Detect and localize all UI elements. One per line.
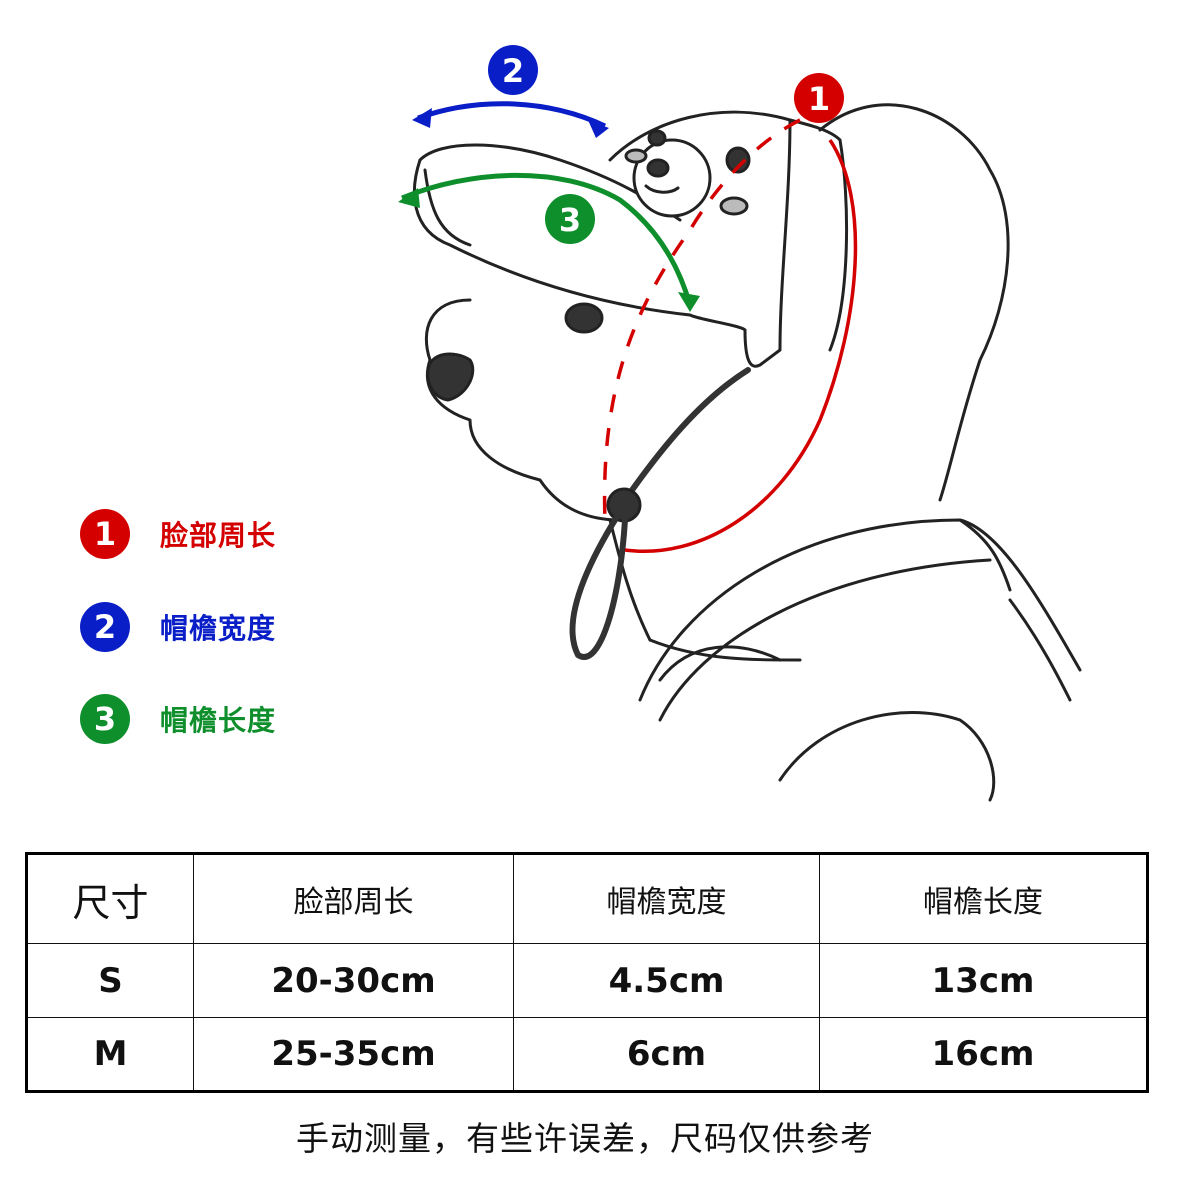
legend-label: 帽檐宽度	[160, 612, 277, 645]
legend-item-brim-width: 2 帽檐宽度	[80, 601, 276, 653]
header-brim-width: 帽檐宽度	[513, 853, 820, 944]
table-row: S 20-30cm 4.5cm 13cm	[26, 943, 1148, 1018]
svg-text:3: 3	[559, 201, 581, 239]
brim-width-cell: 4.5cm	[513, 943, 820, 1018]
table-row: M 25-35cm 6cm 16cm	[26, 1017, 1148, 1092]
measurement-disclaimer: 手动测量，有些许误差，尺码仅供参考	[296, 1119, 874, 1158]
marker-1: 1	[794, 73, 844, 123]
legend-item-face-circumference: 1 脸部周长	[80, 508, 276, 560]
size-cell: S	[26, 943, 194, 1018]
legend-label: 帽檐长度	[160, 704, 277, 737]
brim-width-cell: 6cm	[513, 1017, 820, 1092]
number-badge-3: 3	[80, 694, 130, 744]
number-badge-2: 2	[80, 602, 130, 652]
brim-length-cell: 16cm	[819, 1017, 1148, 1092]
dog-cap-illustration: 1 2 3	[380, 30, 1100, 830]
face-circumference-cell: 25-35cm	[193, 1017, 514, 1092]
svg-text:2: 2	[502, 52, 524, 90]
size-cell: M	[26, 1017, 194, 1092]
table-header-row: 尺寸 脸部周长 帽檐宽度 帽檐长度	[26, 853, 1148, 944]
legend-item-brim-length: 3 帽檐长度	[80, 693, 276, 745]
face-circumference-cell: 20-30cm	[193, 943, 514, 1018]
legend-label: 脸部周长	[160, 519, 277, 552]
svg-text:1: 1	[808, 80, 830, 118]
header-face-circumference: 脸部周长	[193, 853, 514, 944]
header-brim-length: 帽檐长度	[819, 853, 1148, 944]
number-badge-1: 1	[80, 509, 130, 559]
header-size: 尺寸	[26, 853, 194, 944]
brim-length-cell: 13cm	[819, 943, 1148, 1018]
size-chart-table: 尺寸 脸部周长 帽檐宽度 帽檐长度 S 20-30cm 4.5cm 13cm M…	[25, 852, 1149, 1093]
